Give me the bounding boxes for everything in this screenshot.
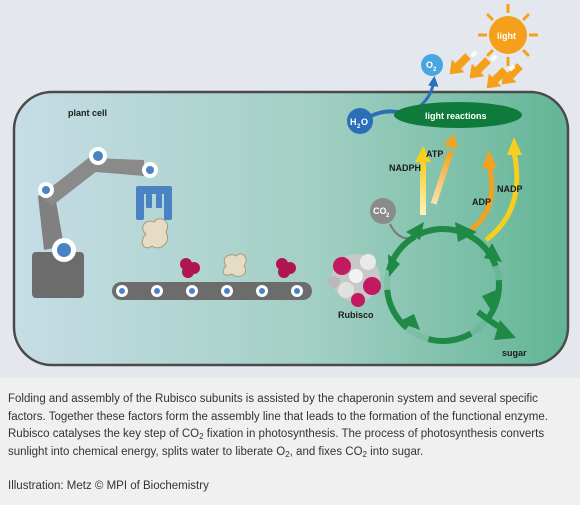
caption-part-1: Folding and assembly of the Rubisco subu… [8, 393, 548, 440]
h2o-subscript: 2 [357, 124, 361, 130]
rubisco-small-subunit [180, 258, 200, 278]
co2-bubble: CO 2 [370, 198, 396, 224]
co2-subscript: 2 [386, 213, 390, 219]
atp-label: ATP [426, 149, 443, 159]
adp-nadp-arrows [466, 137, 522, 242]
sugar-label: sugar [502, 348, 527, 358]
protein-subunit [141, 218, 168, 249]
calvin-cycle [384, 222, 502, 344]
o2-bubble: O 2 [421, 54, 443, 76]
rubisco-enzyme [328, 254, 381, 307]
sun-icon: light [478, 4, 538, 66]
protein-subunit [222, 253, 247, 277]
gripper-icon [136, 186, 172, 220]
robot-arm-icon [32, 147, 158, 298]
caption-subscript-3: 2 [362, 449, 367, 459]
o2-subscript: 2 [433, 67, 437, 73]
caption-part-2: fixation in photosynthesis. The process … [8, 428, 545, 458]
light-reactions: light reactions [394, 102, 522, 128]
plant-cell-label: plant cell [68, 108, 107, 118]
o2-release-arrow [419, 75, 439, 108]
figure-caption: Folding and assembly of the Rubisco subu… [8, 391, 574, 461]
photosynthesis-diagram: plant cell light [12, 4, 570, 367]
caption-subscript-1: 2 [199, 432, 204, 441]
adp-label: ADP [472, 197, 491, 207]
rubisco-small-subunit [276, 258, 296, 278]
atp-nadph-arrows [415, 133, 458, 215]
illustration-credit: Illustration: Metz © MPI of Biochemistry [8, 480, 209, 492]
svg-text:H: H [350, 117, 357, 127]
light-ray-arrows [449, 53, 523, 89]
nadp-label: NADP [497, 184, 523, 194]
nadph-label: NADPH [389, 163, 421, 173]
caption-part-3: , and fixes CO [289, 445, 363, 458]
h2o-label-o: O [361, 117, 368, 127]
caption-part-4: into sugar. [366, 445, 424, 458]
figure-panel: plant cell light [0, 0, 580, 378]
o2-label: O [426, 60, 433, 70]
light-label: light [497, 31, 516, 41]
caption-subscript-2: 2 [285, 449, 290, 459]
light-reactions-label: light reactions [425, 111, 487, 121]
conveyor-belt [112, 282, 312, 300]
rubisco-label: Rubisco [338, 310, 374, 320]
h2o-label-h: H [350, 117, 357, 127]
h2o-bubble: H 2 O [347, 108, 373, 134]
co2-label: CO [373, 206, 387, 216]
